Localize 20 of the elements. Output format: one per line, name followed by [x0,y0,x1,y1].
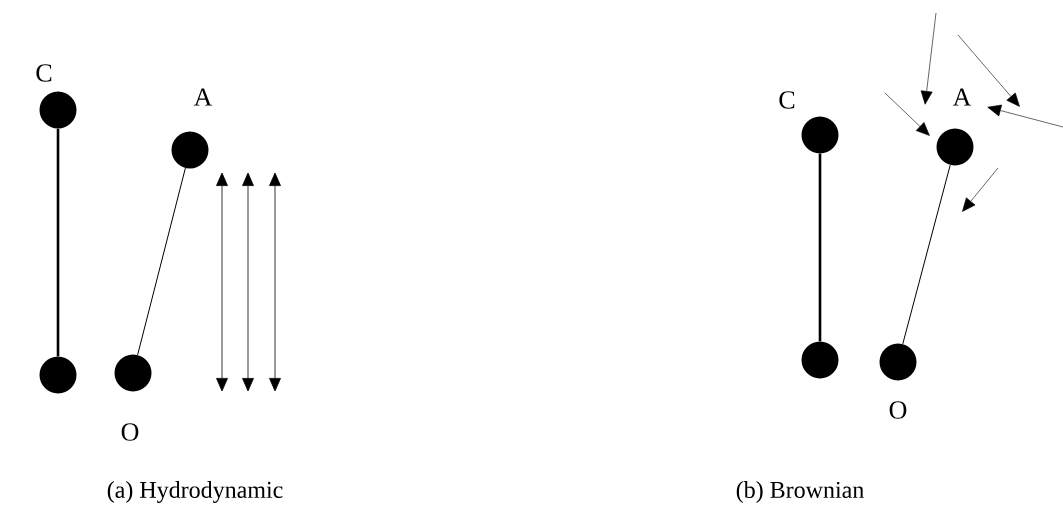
point-letter: O [121,423,139,441]
rod [818,153,822,342]
panel-caption: (b) Brownian [736,481,864,503]
ball [879,343,917,381]
ball [801,116,839,154]
point-letter: C [779,91,795,109]
ball [114,354,152,392]
ball [936,128,974,166]
point-letter: A [952,88,972,106]
point-letter: O [889,401,907,419]
rod [56,128,60,357]
ball [801,341,839,379]
point-letter: A [193,88,213,106]
ball [171,131,209,169]
panel-caption: (a) Hydrodynamic [107,481,283,503]
ball [39,91,77,129]
point-letter: C [36,64,52,82]
ball [39,356,77,394]
rod [137,167,186,356]
rod [902,164,951,345]
